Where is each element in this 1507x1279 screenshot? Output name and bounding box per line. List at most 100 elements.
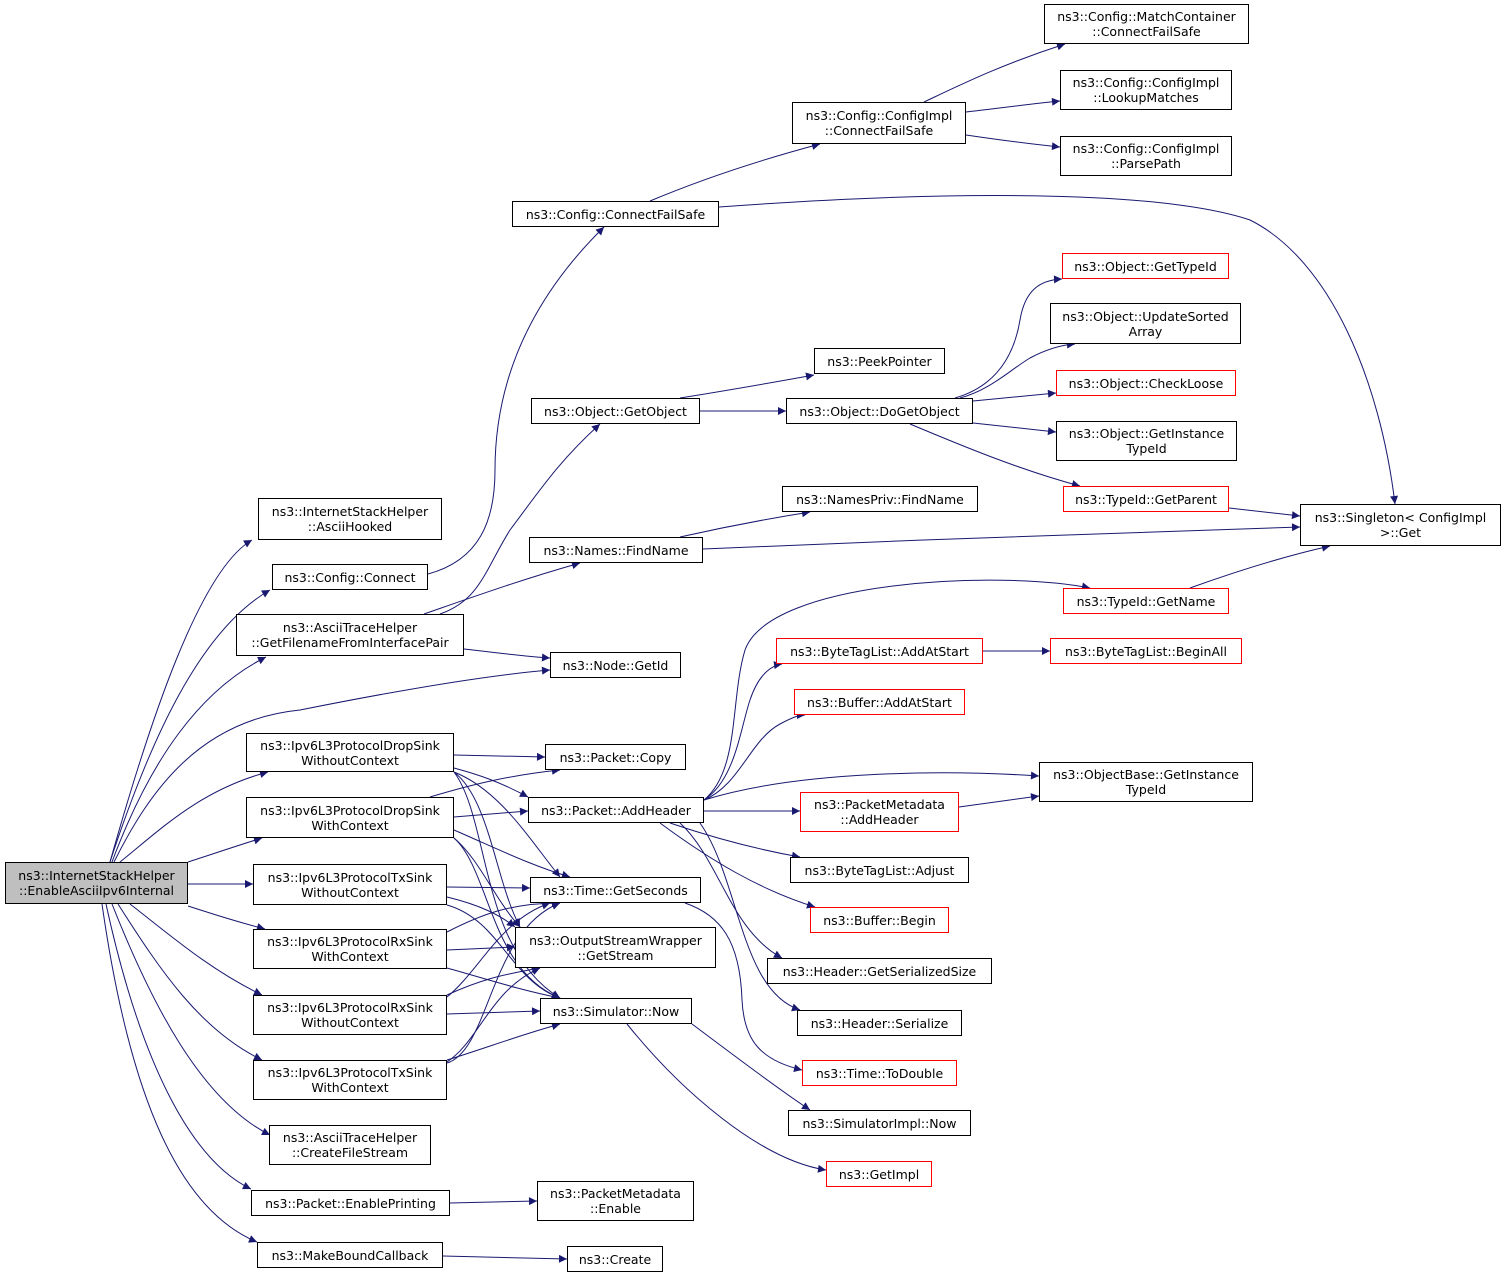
edge-dropw-addheader (453, 807, 529, 818)
node-drop-w-line-2: WithContext (311, 817, 389, 833)
node-peek-pointer[interactable]: ns3::PeekPointer (814, 348, 945, 374)
node-byte-tag-list-begin-all[interactable]: ns3::ByteTagList::BeginAll (1050, 638, 1242, 664)
node-simulator-impl-now[interactable]: ns3::SimulatorImpl::Now (788, 1110, 971, 1136)
node-create[interactable]: ns3::Create (567, 1246, 663, 1272)
node-buffer-add-at-start[interactable]: ns3::Buffer::AddAtStart (794, 689, 965, 715)
node-drop-with-context[interactable]: ns3::Ipv6L3ProtocolDropSink WithContext (246, 797, 454, 838)
node-singleton-get[interactable]: ns3::Singleton< ConfigImpl >::Get (1300, 504, 1501, 546)
edge-txwo-getstream (446, 896, 516, 928)
node-packet-metadata-enable[interactable]: ns3::PacketMetadata ::Enable (537, 1181, 694, 1221)
node-impl-connect-line-2: ::ConnectFailSafe (824, 123, 934, 138)
node-names-priv-find-name[interactable]: ns3::NamesPriv::FindName (782, 486, 978, 512)
node-buffer-begin[interactable]: ns3::Buffer::Begin (810, 907, 949, 933)
node-names-find-name[interactable]: ns3::Names::FindName (529, 537, 703, 563)
edge-addheader-btladd (703, 661, 783, 801)
node-do-get-object-line-1: ns3::Object::DoGetObject (799, 403, 960, 419)
node-time-to-double[interactable]: ns3::Time::ToDouble (802, 1060, 957, 1086)
node-configimpl-connect-fail-safe[interactable]: ns3::Config::ConfigImpl ::ConnectFailSaf… (792, 102, 966, 144)
edge-addheader-typeidgetname (703, 579, 1091, 801)
node-impl-connect-line-1: ns3::Config::ConfigImpl (805, 108, 953, 123)
edge-root-tx-w (117, 903, 263, 1061)
node-simulator-now[interactable]: ns3::Simulator::Now (540, 998, 692, 1024)
node-byte-tag-list-adjust[interactable]: ns3::ByteTagList::Adjust (790, 857, 969, 883)
node-peek-pointer-line-1: ns3::PeekPointer (827, 353, 932, 369)
edge-rxw-getstream (446, 943, 516, 952)
node-get-filename[interactable]: ns3::AsciiTraceHelper ::GetFilenameFromI… (236, 614, 464, 656)
node-sim-now-line-1: ns3::Simulator::Now (552, 1003, 680, 1019)
node-create-line-1: ns3::Create (578, 1251, 652, 1267)
node-simimpl-now-line-1: ns3::SimulatorImpl::Now (802, 1115, 957, 1131)
edge-root-enable-printing (105, 903, 252, 1190)
node-pm-add-header-line-1: ns3::PacketMetadata (814, 797, 945, 812)
edge-root-drop-wo (119, 770, 269, 863)
node-object-base-get-instance-type-id[interactable]: ns3::ObjectBase::GetInstance TypeId (1039, 762, 1253, 802)
node-object-get-object[interactable]: ns3::Object::GetObject (531, 398, 700, 424)
node-typeid-get-parent[interactable]: ns3::TypeId::GetParent (1063, 486, 1229, 512)
node-drop-without-context[interactable]: ns3::Ipv6L3ProtocolDropSink WithoutConte… (246, 733, 454, 772)
node-get-stream-line-1: ns3::OutputStreamWrapper (529, 932, 702, 948)
node-object-get-type-id[interactable]: ns3::Object::GetTypeId (1062, 253, 1229, 279)
node-rx-with-context[interactable]: ns3::Ipv6L3ProtocolRxSink WithContext (253, 929, 447, 969)
node-node-get-id[interactable]: ns3::Node::GetId (550, 652, 681, 678)
node-config-connect[interactable]: ns3::Config::Connect (272, 564, 428, 590)
node-to-double-line-1: ns3::Time::ToDouble (815, 1065, 944, 1081)
node-root-line-2: ::EnableAsciiIpv6Internal (18, 883, 175, 898)
node-pm-enable-line-2: ::Enable (589, 1201, 641, 1216)
edge-getparent-singleton (1228, 507, 1301, 520)
edge-addheader-bufferadd (703, 711, 806, 801)
node-packet-copy[interactable]: ns3::Packet::Copy (545, 744, 686, 770)
node-btl-adjust-line-1: ns3::ByteTagList::Adjust (804, 862, 955, 878)
edge-namesfind-namespriv (679, 509, 811, 538)
node-tx-without-context[interactable]: ns3::Ipv6L3ProtocolTxSink WithoutContext (253, 864, 447, 905)
node-byte-tag-list-add-at-start[interactable]: ns3::ByteTagList::AddAtStart (776, 638, 983, 664)
edge-dropw-getseconds (453, 829, 571, 879)
node-ascii-hooked[interactable]: ns3::InternetStackHelper ::AsciiHooked (258, 498, 442, 540)
edge-filename-node-getid (463, 648, 551, 662)
node-config-connect-fail-safe[interactable]: ns3::Config::ConnectFailSafe (512, 201, 719, 227)
edge-root-create-file (111, 903, 271, 1136)
edge-txwo-simnow (446, 904, 561, 1000)
node-create-file-stream[interactable]: ns3::AsciiTraceHelper ::CreateFileStream (269, 1125, 431, 1165)
node-configimpl-parse-path[interactable]: ns3::Config::ConfigImpl ::ParsePath (1060, 136, 1232, 176)
node-output-stream-get-stream[interactable]: ns3::OutputStreamWrapper ::GetStream (515, 927, 716, 968)
node-header-size-line-1: ns3::Header::GetSerializedSize (782, 963, 977, 979)
node-match-container-line-2: ::ConnectFailSafe (1092, 24, 1201, 39)
node-header-serialize[interactable]: ns3::Header::Serialize (797, 1010, 962, 1036)
node-header-get-serialized-size[interactable]: ns3::Header::GetSerializedSize (767, 958, 992, 984)
node-typeid-get-name[interactable]: ns3::TypeId::GetName (1063, 588, 1229, 614)
node-parse-path-line-1: ns3::Config::ConfigImpl (1072, 141, 1220, 156)
node-connect-fail-safe-line-1: ns3::Config::ConnectFailSafe (525, 206, 706, 222)
node-obj-typeid-line-1: ns3::Object::GetTypeId (1074, 258, 1217, 274)
node-packet-metadata-add-header[interactable]: ns3::PacketMetadata ::AddHeader (800, 792, 959, 832)
node-time-get-seconds[interactable]: ns3::Time::GetSeconds (530, 877, 701, 903)
node-object-check-loose[interactable]: ns3::Object::CheckLoose (1056, 370, 1236, 396)
node-rx-w-line-1: ns3::Ipv6L3ProtocolRxSink (267, 934, 433, 949)
edge-dropwo-getstream (453, 771, 521, 928)
node-tx-wo-line-1: ns3::Ipv6L3ProtocolTxSink (267, 869, 433, 885)
edge-dropwo-copy (453, 752, 546, 761)
edge-dogetobject-gettypeid (954, 275, 1063, 399)
node-object-do-get-object[interactable]: ns3::Object::DoGetObject (786, 398, 973, 424)
node-drop-w-line-1: ns3::Ipv6L3ProtocolDropSink (260, 802, 440, 818)
node-get-instance-line-2: TypeId (1126, 441, 1167, 456)
node-object-get-instance-type-id[interactable]: ns3::Object::GetInstance TypeId (1056, 421, 1237, 461)
node-configimpl-lookup-matches[interactable]: ns3::Config::ConfigImpl ::LookupMatches (1060, 70, 1232, 110)
node-check-loose-line-1: ns3::Object::CheckLoose (1068, 375, 1224, 391)
node-tx-with-context[interactable]: ns3::Ipv6L3ProtocolTxSink WithContext (253, 1060, 447, 1100)
node-rx-without-context[interactable]: ns3::Ipv6L3ProtocolRxSink WithoutContext (253, 995, 447, 1035)
node-packet-add-header[interactable]: ns3::Packet::AddHeader (528, 797, 704, 823)
edge-dogetobject-checkloose (972, 389, 1057, 402)
edge-dropwo-addheader (453, 767, 529, 798)
node-create-file-line-2: ::CreateFileStream (291, 1145, 409, 1160)
node-get-impl[interactable]: ns3::GetImpl (826, 1161, 932, 1187)
edge-dogetobject-getinstance (972, 422, 1057, 436)
node-enable-printing[interactable]: ns3::Packet::EnablePrinting (251, 1190, 450, 1216)
node-object-update-sorted-array[interactable]: ns3::Object::UpdateSorted Array (1050, 303, 1241, 344)
node-btl-add-line-1: ns3::ByteTagList::AddAtStart (790, 643, 969, 659)
node-make-bound-callback[interactable]: ns3::MakeBoundCallback (257, 1242, 443, 1268)
edge-implconnect-matchcontainer (923, 42, 1066, 103)
node-rx-w-line-2: WithContext (311, 949, 389, 964)
node-create-file-line-1: ns3::AsciiTraceHelper (282, 1130, 418, 1145)
node-match-container-connect-fail-safe[interactable]: ns3::Config::MatchContainer ::ConnectFai… (1044, 4, 1249, 44)
node-get-object-line-1: ns3::Object::GetObject (544, 403, 687, 419)
